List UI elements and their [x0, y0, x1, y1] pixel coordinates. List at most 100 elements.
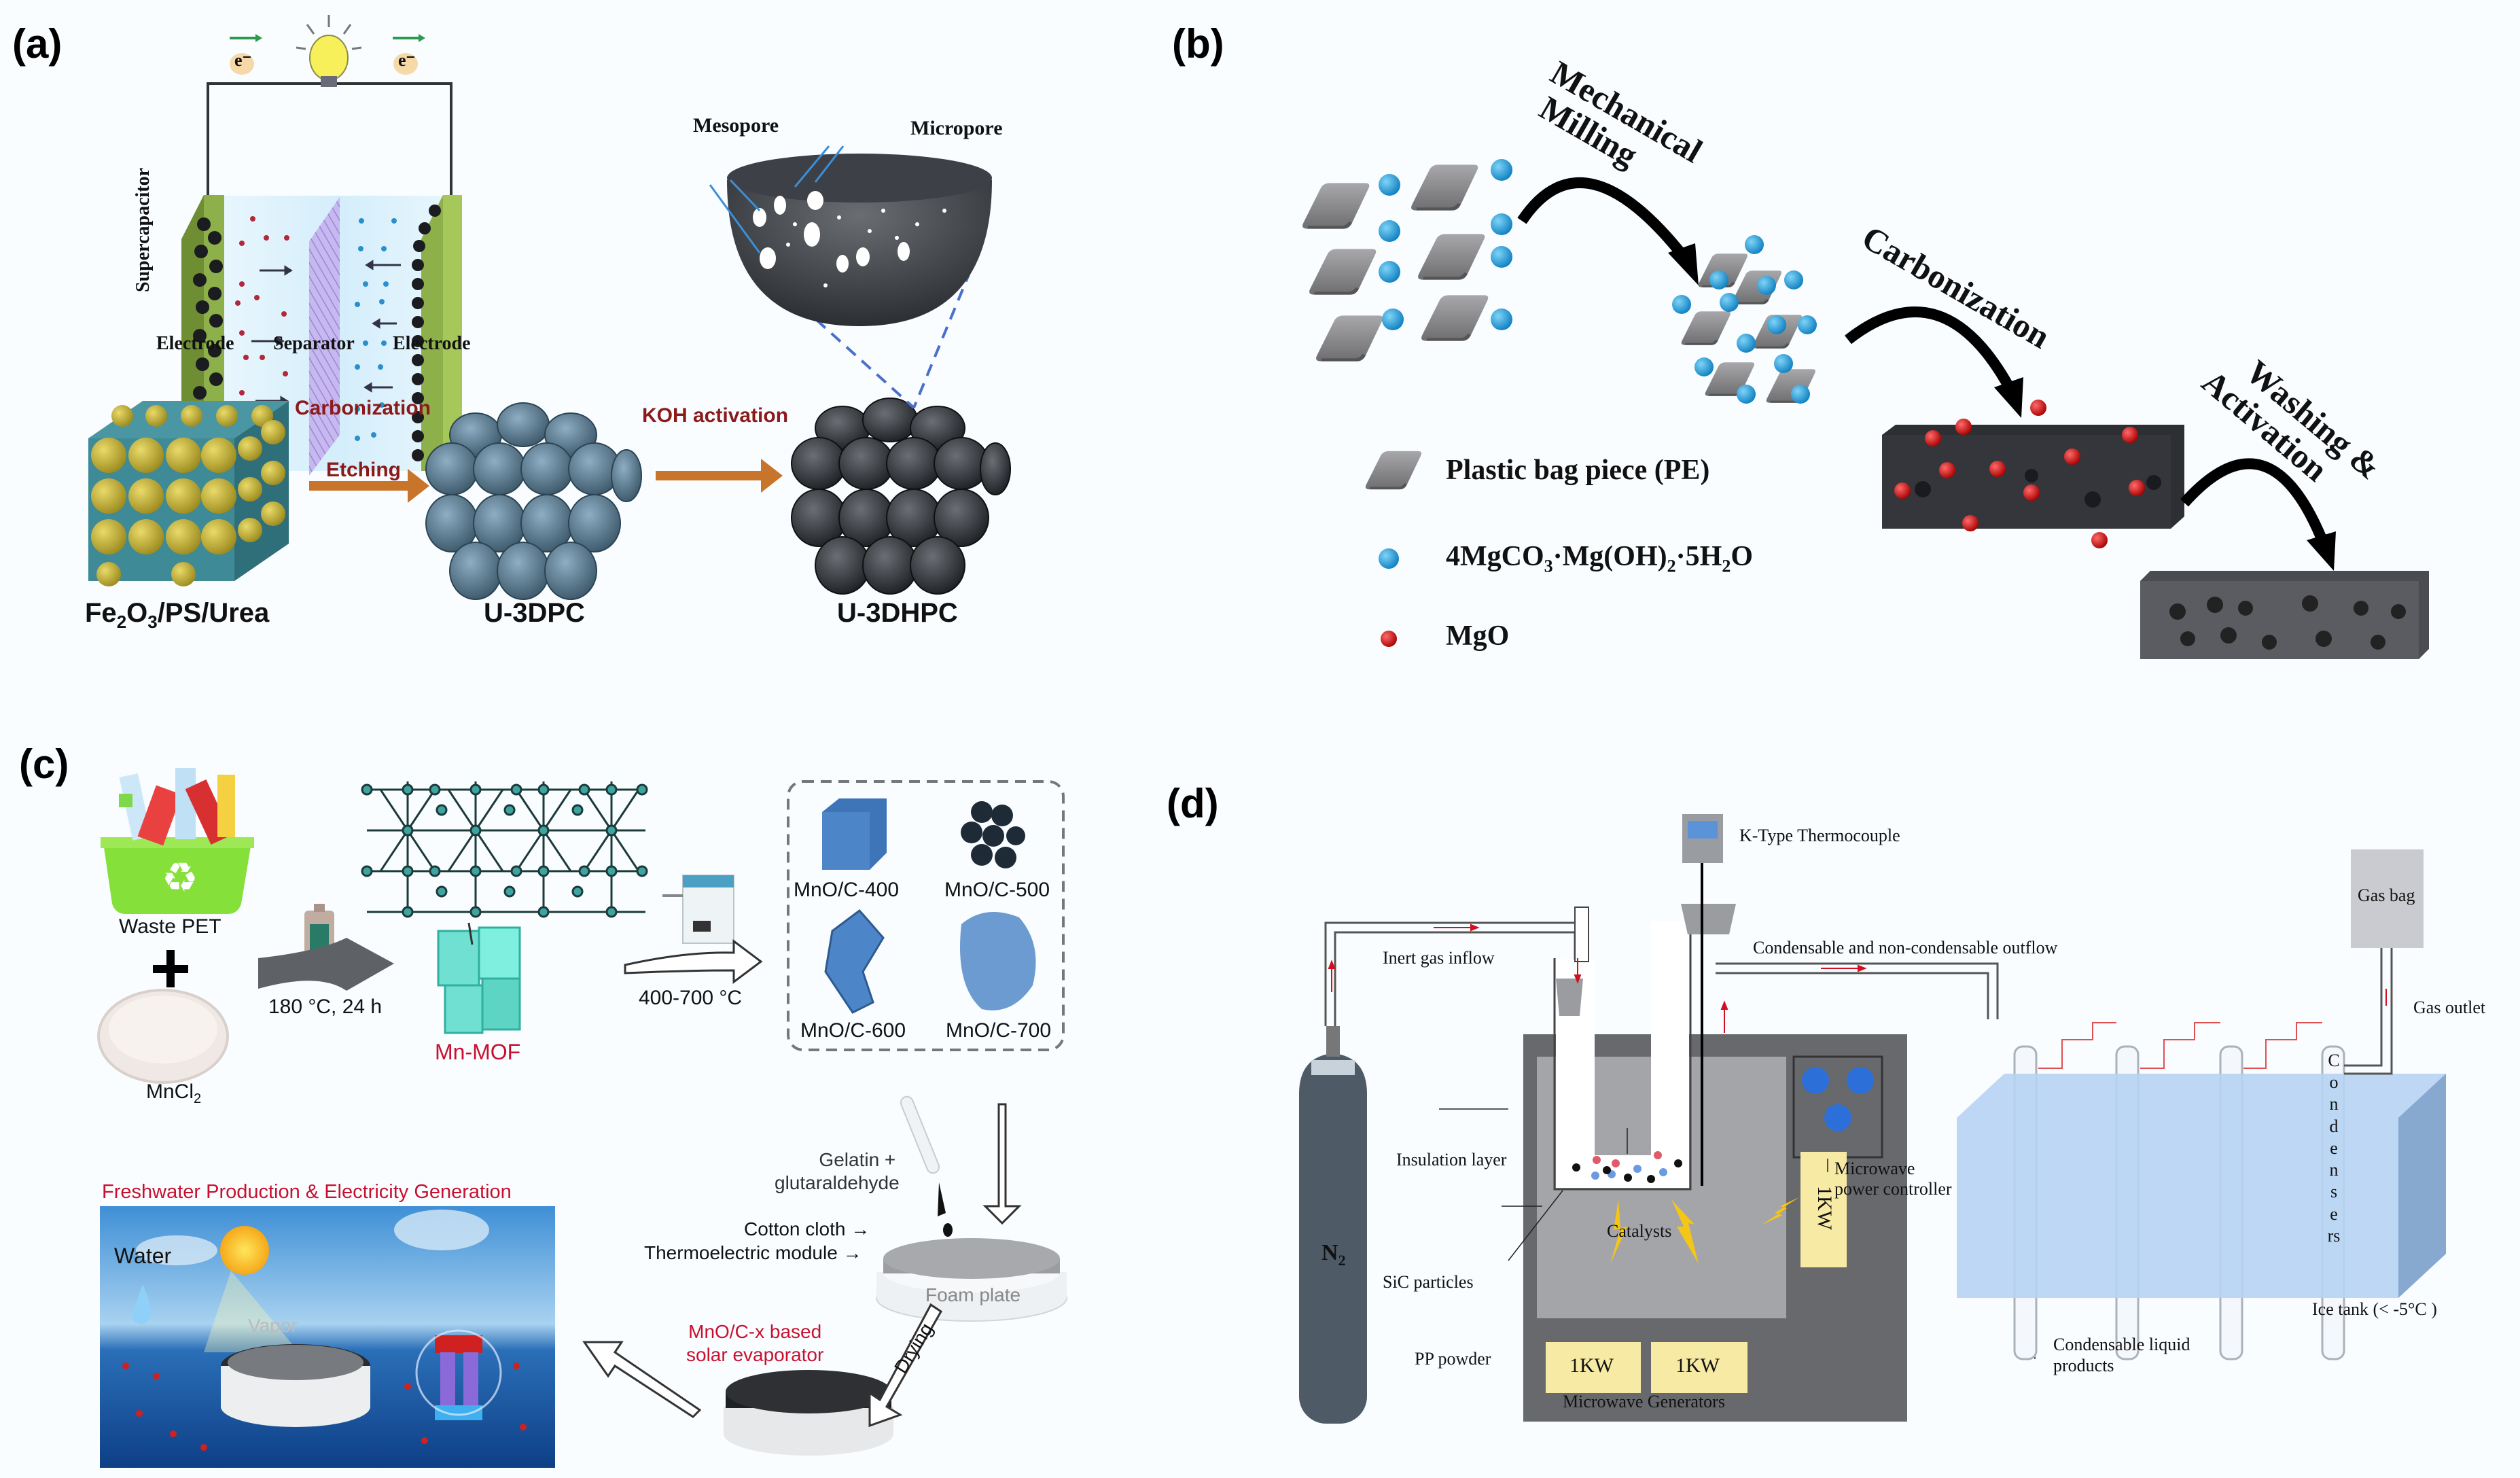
outflow-label: Condensable and non-condensable outflow	[1753, 938, 2058, 957]
foam-plate-stack	[876, 1238, 1067, 1322]
condenser-connectors	[2038, 1022, 2322, 1069]
generator-bottom-left-label: 1KW	[1569, 1354, 1614, 1377]
mncl2-main: MnCl	[146, 1080, 194, 1103]
inlet-funnel	[1556, 979, 1583, 1016]
power-controller-label: Microwave power controller	[1834, 1159, 1952, 1199]
reactor-tube	[1553, 921, 1692, 1191]
panel-a-graphics	[88, 15, 1011, 600]
separator-label: Separator	[273, 333, 355, 354]
mgco3-part: 4MgCO	[1446, 541, 1544, 572]
mgco3-sub: 3	[1544, 556, 1553, 576]
legend-pe-label: Plastic bag piece (PE)	[1446, 455, 1710, 486]
n2-main: N	[1321, 1240, 1338, 1265]
panel-a-label: (a)	[12, 21, 63, 67]
process-arrow-2-icon	[656, 459, 783, 493]
sic-label: SiC particles	[1383, 1272, 1474, 1292]
formula-o: O	[126, 598, 148, 628]
separator	[309, 197, 340, 476]
evaporator-line2: solar evaporator	[686, 1343, 824, 1365]
electron-right-label: e⁻	[398, 50, 416, 70]
solar-evaporator	[724, 1370, 893, 1456]
gelatin-line1: Gelatin +	[819, 1149, 896, 1170]
mgco3-part: O	[1731, 541, 1753, 572]
product-mnoc-500: MnO/C-500	[944, 879, 1050, 901]
insulation-label: Insulation layer	[1396, 1150, 1507, 1169]
microwave-generators-label: Microwave Generators	[1563, 1392, 1725, 1411]
inert-gas-label: Inert gas inflow	[1383, 948, 1495, 968]
mnoc-500-icon	[961, 801, 1025, 868]
thermoelectric-text: Thermoelectric module	[644, 1242, 838, 1263]
template-cube	[88, 401, 289, 586]
product-mnoc-600: MnO/C-600	[800, 1019, 906, 1042]
vapor-label: Vapor	[248, 1315, 298, 1336]
catalysts-label: Catalysts	[1607, 1221, 1672, 1241]
panel-b-graphics	[1302, 159, 2429, 659]
gas-outlet-pipe	[2344, 948, 2393, 1075]
waste-pet-label: Waste PET	[119, 915, 221, 938]
mn-mof-label: Mn-MOF	[435, 1040, 521, 1064]
down-arrow-icon	[982, 1103, 1022, 1225]
n2-sub: 2	[1338, 1251, 1346, 1269]
koh-activation-label: KOH activation	[642, 404, 789, 427]
etching-label: Etching	[326, 459, 401, 481]
thermocouple-display-icon	[1682, 814, 1723, 863]
liquid-products-line2: products	[2053, 1356, 2114, 1376]
condensers-label: Condensers	[2327, 1051, 2341, 1246]
porous-bowl	[727, 154, 992, 326]
microwave-bolt-icons	[1610, 1197, 1799, 1264]
generator-side	[1800, 1152, 1847, 1267]
cotton-cloth-label: Cotton cloth →	[744, 1218, 870, 1239]
application-title: Freshwater Production & Electricity Gene…	[102, 1181, 512, 1203]
porous-carbon-block	[2140, 571, 2429, 659]
power-controller-line1: Microwave	[1834, 1159, 1915, 1178]
ice-tank	[1957, 1074, 2446, 1298]
pore-pointer-lines	[709, 145, 845, 253]
pp-powder-label: PP powder	[1415, 1349, 1491, 1369]
mncl2-sub: 2	[194, 1091, 202, 1106]
n2-label: N2	[1321, 1240, 1346, 1269]
material-fe2o3-ps-urea: Fe2O3/PS/Urea	[85, 598, 269, 633]
mncl2-dish	[97, 989, 229, 1084]
raw-mgco3-particles	[1379, 159, 1512, 330]
mgco3-sub: 2	[1722, 556, 1731, 576]
foam-plate-label: Foam plate	[925, 1284, 1021, 1305]
carbonization-label: Carbonization	[295, 397, 431, 419]
legend-mgo-label: MgO	[1446, 620, 1510, 652]
liquid-products-line1: Condensable liquid	[2053, 1335, 2190, 1354]
n2-cylinder	[1299, 1026, 1367, 1424]
anions	[355, 218, 397, 441]
formula-sub-3: 3	[147, 612, 158, 632]
power-controller-line2: power controller	[1834, 1178, 1952, 1199]
mgco3-part: ·Mg(OH)	[1552, 541, 1667, 572]
micropore-label: Micropore	[910, 117, 1003, 139]
product-mnoc-700: MnO/C-700	[946, 1019, 1052, 1042]
mgco3-sub: 2	[1667, 556, 1676, 576]
water-drop-icon	[132, 1284, 152, 1324]
mncl2-label: MnCl2	[146, 1080, 201, 1107]
mgco3-part: ·5H	[1675, 541, 1722, 572]
electron-left-label: e⁻	[234, 50, 252, 70]
flow-direction-arrows	[1328, 923, 1867, 1033]
generator-bottom-right	[1651, 1342, 1747, 1393]
power-controller-icon	[1792, 1055, 1883, 1159]
formula-sub-2: 2	[116, 612, 127, 632]
evaporator-line1: MnO/C-x based	[688, 1321, 822, 1342]
reactor-particles	[1572, 1151, 1682, 1183]
outlet-funnel	[1681, 904, 1736, 934]
process-arrow-1-icon	[309, 469, 429, 503]
application-arrow-icon	[582, 1341, 702, 1418]
legend-mgco3-label: 4MgCO3·Mg(OH)2·5H2O	[1446, 540, 1753, 576]
panel-b-label: (b)	[1172, 21, 1224, 67]
formula-fe: Fe	[85, 598, 117, 628]
gas-bag-icon	[2351, 849, 2424, 948]
generator-side-label: 1KW	[1813, 1186, 1836, 1230]
gas-outlet-label: Gas outlet	[2413, 998, 2486, 1017]
cotton-cloth-text: Cotton cloth	[744, 1218, 846, 1239]
mof-crystals	[437, 922, 521, 1034]
electron-arrow-right-icon	[393, 34, 425, 42]
product-mnoc-400: MnO/C-400	[794, 879, 900, 901]
gas-bag-label: Gas bag	[2358, 885, 2415, 905]
thermoelectric-label: Thermoelectric module →	[644, 1242, 862, 1263]
process-arrow-activation-icon	[2180, 458, 2336, 571]
